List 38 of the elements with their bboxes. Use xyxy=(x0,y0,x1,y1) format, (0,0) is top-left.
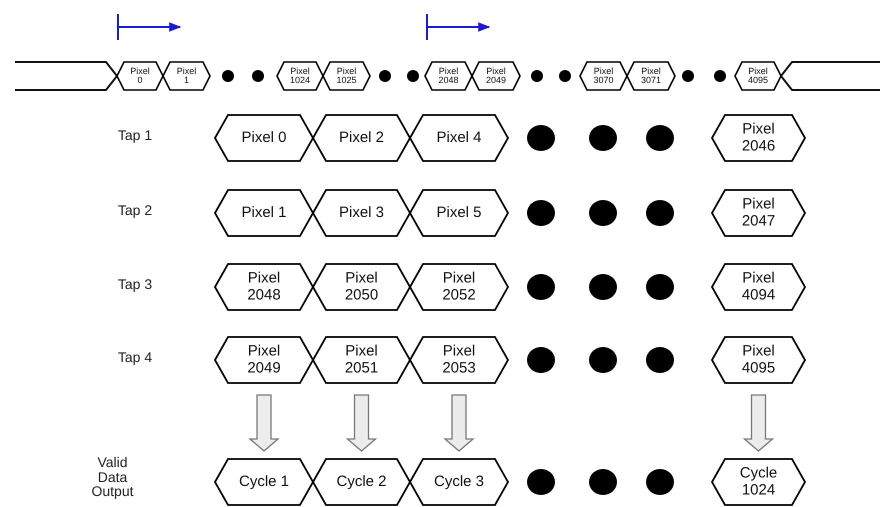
pixel-label: Pixel 4 xyxy=(435,130,483,146)
pixel-label: Pixel 2049 xyxy=(484,67,508,85)
pixel-label: Pixel 1025 xyxy=(335,67,358,85)
row-label: Tap 3 xyxy=(116,277,154,292)
block-arrow xyxy=(742,394,774,452)
block-arrow xyxy=(443,394,475,452)
pixel-label: Pixel 2048 xyxy=(246,270,282,304)
pixel-label: Pixel 0 xyxy=(129,67,151,85)
pixel-label: Cycle 3 xyxy=(432,474,486,490)
pixel-label: Pixel 3071 xyxy=(640,67,662,85)
block-arrow xyxy=(248,394,280,452)
row-label: Tap 2 xyxy=(116,203,154,218)
pixel-label: Pixel 2047 xyxy=(740,196,776,230)
pixel-label: Cycle 2 xyxy=(335,474,388,490)
pixel-label: Pixel 1 xyxy=(240,204,288,222)
row-label: Tap 4 xyxy=(116,350,154,365)
pixel-label: Pixel 3 xyxy=(338,204,386,222)
pixel-label: Pixel 2 xyxy=(338,130,386,146)
pixel-label: Pixel 1 xyxy=(176,67,198,85)
pixel-label: Pixel 4095 xyxy=(746,67,770,85)
pixel-label: Pixel 2049 xyxy=(246,344,282,376)
pixel-label: Pixel 2053 xyxy=(441,344,477,376)
pixel-label: Pixel 2052 xyxy=(441,270,477,304)
pixel-label: Cycle 1 xyxy=(238,474,290,490)
pixel-label: Pixel 2051 xyxy=(344,344,380,376)
pixel-label: Pixel 2046 xyxy=(740,122,776,154)
pixel-label: Pixel 1024 xyxy=(288,67,312,85)
pixel-label: Pixel 0 xyxy=(240,130,288,146)
block-arrow xyxy=(346,394,378,452)
pixel-label: Pixel 2048 xyxy=(437,67,460,85)
row-label: Tap 1 xyxy=(116,128,154,143)
pixel-label: Pixel 5 xyxy=(435,204,483,222)
pixel-label: Pixel 3070 xyxy=(592,67,615,85)
pixel-label: Pixel 4095 xyxy=(740,344,776,376)
pixel-label: Pixel 2050 xyxy=(344,270,380,304)
pixel-label: Cycle 1024 xyxy=(738,466,778,498)
pixel-label: Pixel 4094 xyxy=(740,270,776,304)
row-label: Valid Data Output xyxy=(90,455,135,500)
